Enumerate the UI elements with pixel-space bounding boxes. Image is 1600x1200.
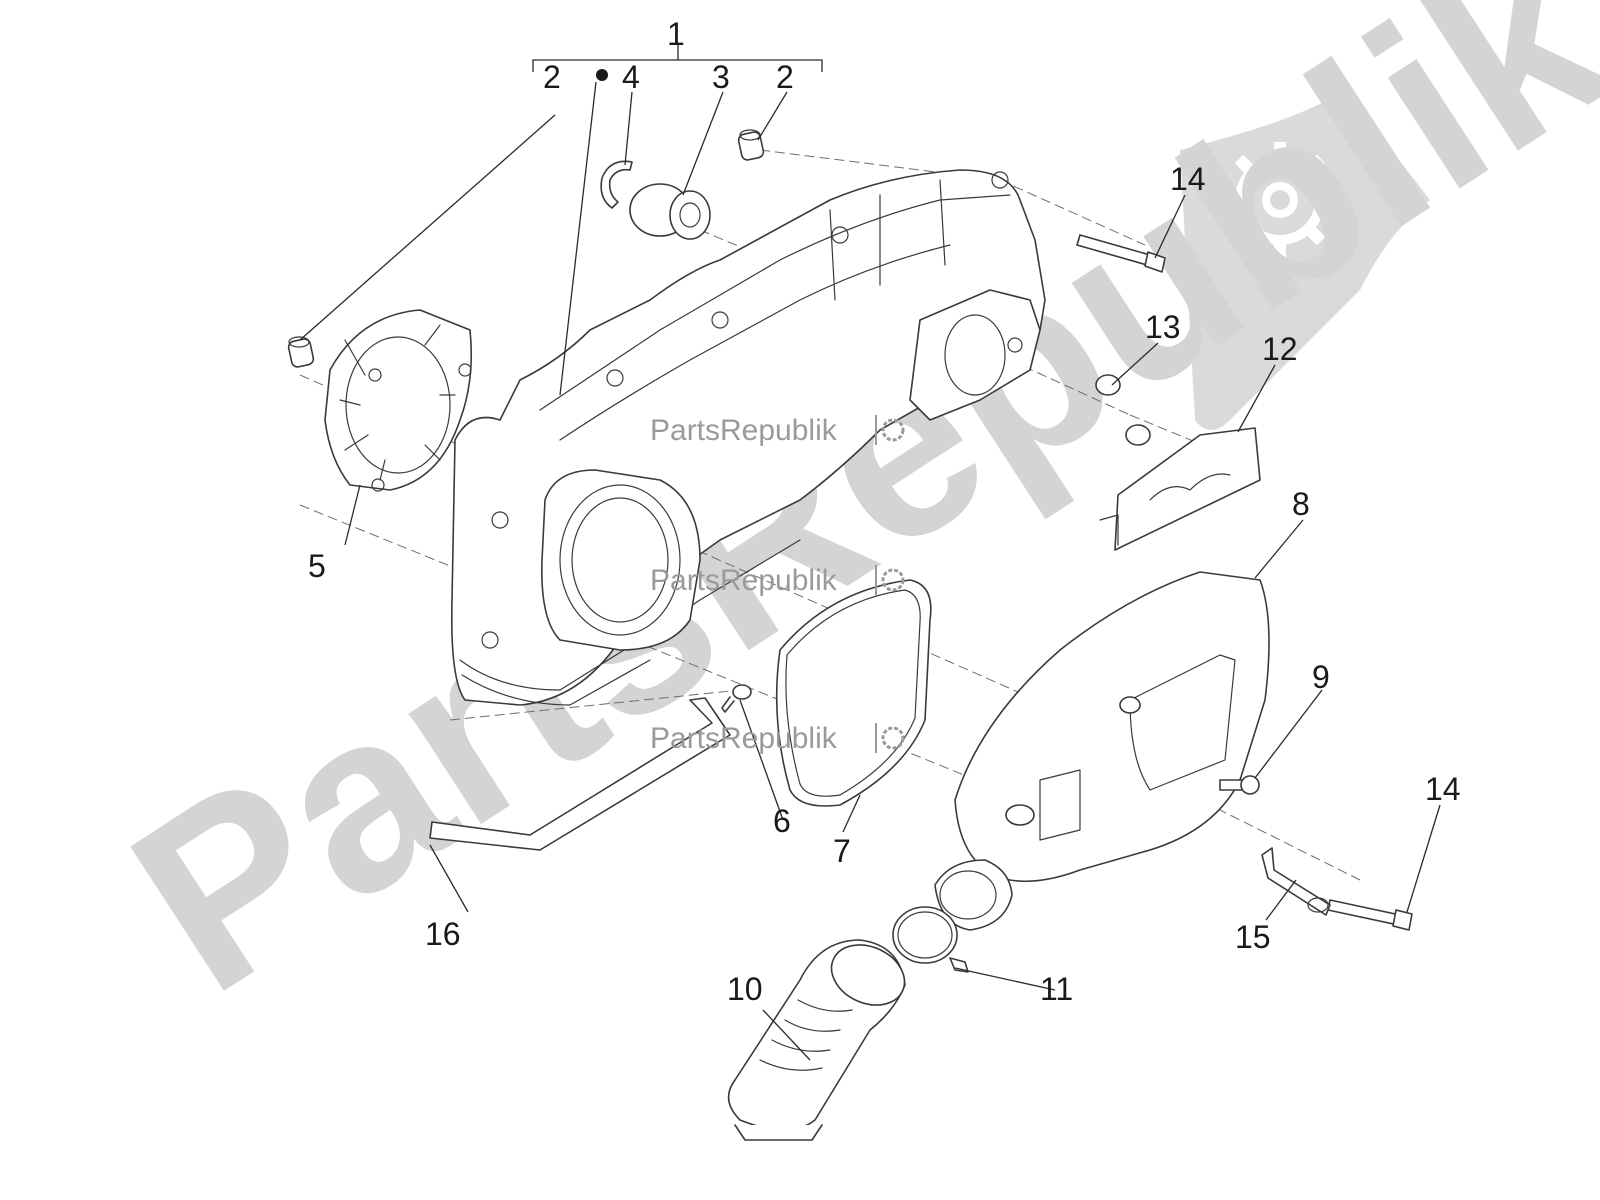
callout-15: 15 [1235,919,1271,955]
part-3-bearing [629,183,711,240]
callout-3: 3 [712,59,730,95]
watermark-label-middle: PartsRepublik [650,564,905,597]
part-8-filter-box [934,571,1270,931]
callout-8: 8 [1292,486,1310,522]
part-13-washer [1095,374,1151,446]
part-11-hose-clamp [892,906,969,973]
callout-bullet-marker [596,69,608,81]
part-9-screw [1219,775,1260,795]
callout-12: 12 [1262,331,1298,367]
callout-13: 13 [1145,309,1181,345]
part-4-circlip [600,160,633,209]
callout-4: 4 [622,59,640,95]
gear-flag-icon [1180,90,1430,430]
part-5-deflector-plate [324,309,473,492]
part-6-screw [721,684,752,713]
callout-14-lower: 14 [1425,771,1461,807]
callout-2-left: 2 [543,59,561,95]
callout-6: 6 [773,803,791,839]
watermark-small-text: PartsRepublik [650,722,838,755]
callout-1: 1 [667,16,685,52]
part-2-dowel-pin-right [737,129,765,161]
watermark-small-text: PartsRepublik [650,564,838,597]
part-2-dowel-pin-left [287,336,315,368]
callout-11: 11 [1040,971,1073,1007]
callout-9: 9 [1312,659,1330,695]
callout-5: 5 [308,548,326,584]
part-14-bolt-upper [1076,234,1166,273]
part-10-intake-bellows [727,939,906,1141]
watermark-label-bottom: PartsRepublik [650,722,905,755]
part-14-bolt-lower [1327,899,1413,931]
part-12-logo-plate [1099,427,1261,551]
callout-7: 7 [833,833,851,869]
gear-icon [881,726,905,750]
part-16-seal-strip [429,697,731,851]
callout-14-upper: 14 [1170,161,1206,197]
watermark-label-top: PartsRepublik [650,414,905,447]
gear-icon [881,568,905,592]
watermark-logo [1180,90,1430,430]
callout-labels: 1 2 4 3 2 14 13 12 8 5 9 14 6 7 15 16 11… [308,16,1461,1007]
callout-10: 10 [727,971,763,1007]
part-1-crankcase-cover [450,169,1046,706]
part-15-bracket [1261,847,1331,916]
callout-16: 16 [425,916,461,952]
gear-icon [881,418,905,442]
watermark-labels: PartsRepublik PartsRepublik PartsRepubli… [650,414,905,755]
watermark-big-text: PartsRepublik [87,0,1600,1044]
callout-leaders [299,45,1441,1061]
callout-2-right: 2 [776,59,794,95]
gear-icon [1222,142,1338,258]
watermark-small-text: PartsRepublik [650,414,838,447]
part-7-gasket [775,579,932,807]
